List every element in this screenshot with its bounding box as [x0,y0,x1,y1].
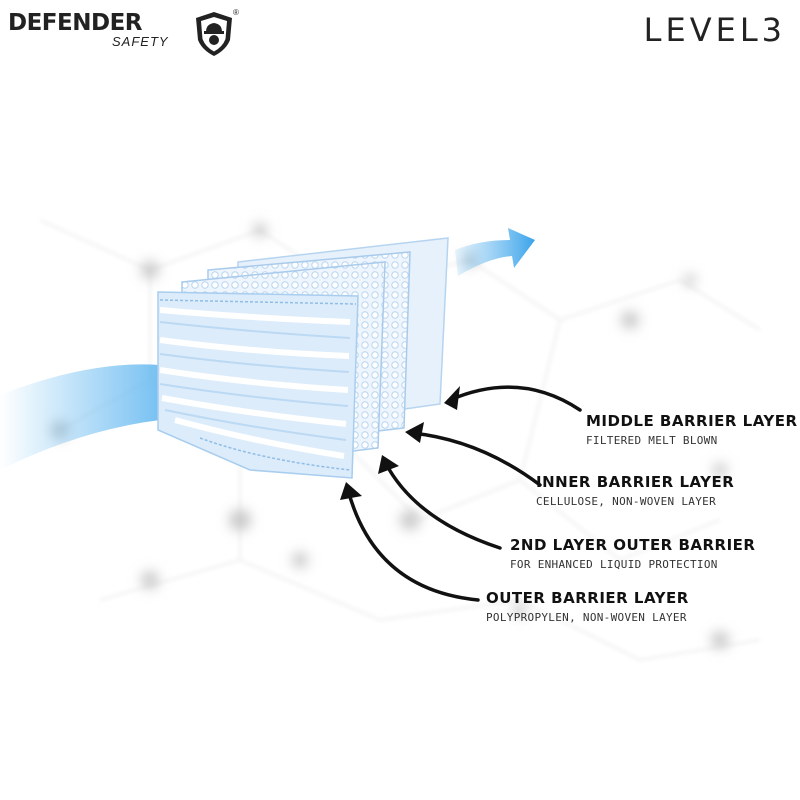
callout-arrows [346,385,582,602]
level-label: LEVEL3 [643,11,786,49]
registered-mark: ® [233,8,239,17]
layer-title: MIDDLE BARRIER LAYER [586,412,798,430]
layer-title: 2ND LAYER OUTER BARRIER [510,536,756,554]
outer-pleated-sheet [157,291,359,479]
incoming-airflow [0,364,160,470]
label-middle-barrier: MIDDLE BARRIER LAYER FILTERED MELT BLOWN [586,412,798,447]
layer-description: FOR ENHANCED LIQUID PROTECTION [510,558,718,571]
label-inner-barrier: INNER BARRIER LAYER CELLULOSE, NON-WOVEN… [536,473,735,508]
inner-barrier-arrow [410,431,542,487]
shield-icon [196,12,232,56]
arrow-heads [340,386,460,500]
outgoing-airflow-arrow [455,228,535,276]
brand-logo: DEFENDER SAFETY ® [8,8,248,56]
middle-barrier-arrow [448,385,582,412]
label-second-outer-barrier: 2ND LAYER OUTER BARRIER FOR ENHANCED LIQ… [510,536,756,571]
outer-barrier-arrow [346,488,480,602]
brand-subtitle: SAFETY [112,34,169,49]
layer-description: FILTERED MELT BLOWN [586,434,718,447]
label-outer-barrier: OUTER BARRIER LAYER POLYPROPYLEN, NON-WO… [486,589,689,624]
layer-title: INNER BARRIER LAYER [536,473,735,491]
second-outer-barrier-arrow [383,460,502,550]
brand-name: DEFENDER [8,10,143,36]
layer-description: POLYPROPYLEN, NON-WOVEN LAYER [486,611,687,624]
layer-description: CELLULOSE, NON-WOVEN LAYER [536,495,716,508]
layer-title: OUTER BARRIER LAYER [486,589,689,607]
